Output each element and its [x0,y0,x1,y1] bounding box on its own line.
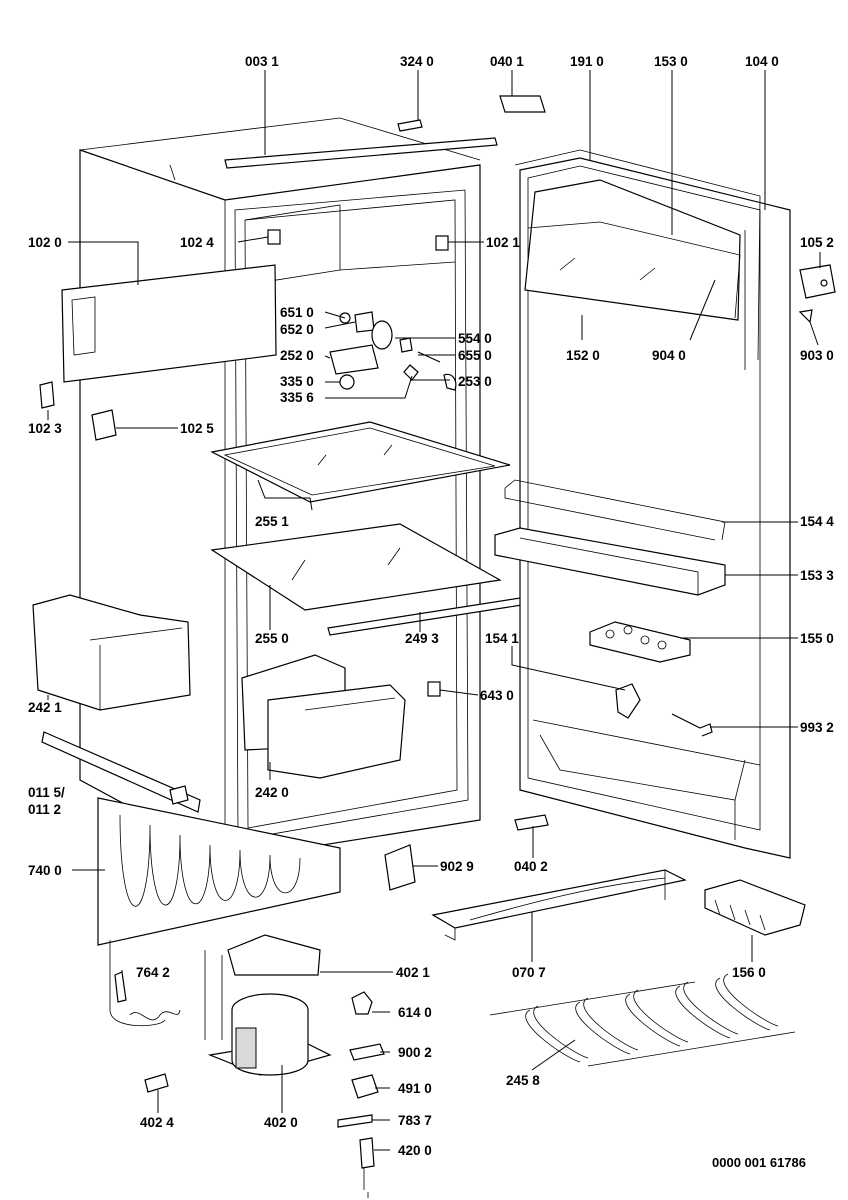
label-402-1: 402 1 [396,965,430,980]
part-764-2 [114,971,127,1003]
label-011-5: 011 5/ [28,785,65,800]
part-102-5 [91,409,117,441]
label-040-1: 040 1 [490,54,524,69]
label-252-0: 252 0 [280,348,314,363]
label-152-0: 152 0 [566,348,600,363]
label-902-9: 902 9 [440,859,474,874]
bracket-402-1 [227,934,321,976]
label-040-2: 040 2 [514,859,548,874]
label-554-0: 554 0 [458,331,492,346]
label-255-0: 255 0 [255,631,289,646]
part-783-7 [337,1114,373,1128]
door-gasket [514,149,761,361]
relay-614 [351,991,373,1015]
capacitor-420 [359,1137,375,1198]
label-255-1: 255 1 [255,514,289,529]
part-402-4 [144,1073,169,1093]
label-402-4: 402 4 [140,1115,174,1130]
label-102-0: 102 0 [28,235,62,250]
crisper-242-1 [32,594,191,711]
label-102-3: 102 3 [28,421,62,436]
glass-shelf-255-1 [210,421,511,503]
label-904-0: 904 0 [652,348,686,363]
label-903-0: 903 0 [800,348,834,363]
label-245-8: 245 8 [506,1073,540,1088]
label-643-0: 643 0 [480,688,514,703]
label-335-0: 335 0 [280,374,314,389]
leader-lines [47,70,821,1151]
rail-011 [41,731,201,813]
hinge-105-2 [799,264,836,299]
label-156-0: 156 0 [732,965,766,980]
top-rail [224,137,498,169]
label-155-0: 155 0 [800,631,834,646]
cover-panel [61,264,277,383]
label-154-4: 154 4 [800,514,834,529]
egg-tray [589,621,691,663]
label-335-6: 335 6 [280,390,314,405]
hinge-040-1 [499,95,546,113]
bracket-070-7 [431,869,687,941]
part-900-2 [349,1043,385,1061]
label-242-0: 242 0 [255,785,289,800]
crisper-242-0 [241,654,406,779]
part-643 [427,681,441,697]
part-491 [351,1074,379,1099]
compressor-402 [204,950,332,1076]
label-993-2: 993 2 [800,720,834,735]
label-242-1: 242 1 [28,700,62,715]
part-102-4 [267,229,281,245]
part-902-9 [384,844,416,891]
label-191-0: 191 0 [570,54,604,69]
label-102-5: 102 5 [180,421,214,436]
label-070-7: 070 7 [512,965,546,980]
label-764-2: 764 2 [136,965,170,980]
label-153-0: 153 0 [654,54,688,69]
door-bin-153-3 [494,527,726,596]
label-652-0: 652 0 [280,322,314,337]
label-102-4: 102 4 [180,235,214,250]
clip-324 [397,119,423,132]
evaporator-245-8 [489,973,796,1067]
glass-shelf-255-0 [210,523,502,611]
label-253-0: 253 0 [458,374,492,389]
freezer-flap [524,179,741,321]
label-900-2: 900 2 [398,1045,432,1060]
label-402-0: 402 0 [264,1115,298,1130]
label-614-0: 614 0 [398,1005,432,1020]
clip-154-1 [615,683,641,719]
label-324-0: 324 0 [400,54,434,69]
sensor-993 [671,713,713,737]
label-491-0: 491 0 [398,1081,432,1096]
label-105-2: 105 2 [800,235,834,250]
label-651-0: 651 0 [280,305,314,320]
label-420-0: 420 0 [398,1143,432,1158]
thermostat-group [329,311,457,391]
condenser-740 [97,797,341,1027]
label-153-3: 153 3 [800,568,834,583]
door-rail-154-4 [504,479,726,541]
label-783-7: 783 7 [398,1113,432,1128]
part-903 [798,309,813,324]
label-740-0: 740 0 [28,863,62,878]
rail-clip [169,785,189,805]
label-102-1: 102 1 [486,235,520,250]
label-154-1: 154 1 [485,631,519,646]
label-003-1: 003 1 [245,54,279,69]
label-011-2: 011 2 [28,802,61,817]
part-102-1 [435,235,449,251]
label-249-3: 249 3 [405,631,439,646]
part-labels: 003 1 324 0 040 1 191 0 153 0 104 0 102 … [28,54,834,1170]
ice-tray [704,879,806,936]
label-104-0: 104 0 [745,54,779,69]
part-102-3 [39,381,55,409]
hinge-040-2 [514,814,549,831]
document-number: 0000 001 61786 [712,1155,806,1170]
label-655-0: 655 0 [458,348,492,363]
